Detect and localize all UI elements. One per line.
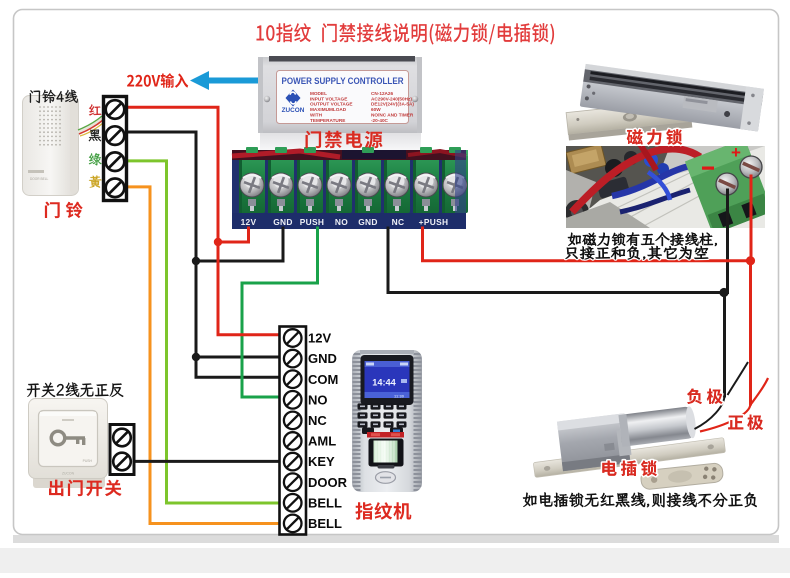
svg-text:NC: NC (308, 413, 327, 428)
svg-text:11:30: 11:30 (394, 394, 405, 399)
svg-text:DOOR BELL: DOOR BELL (30, 177, 48, 181)
svg-text:NO: NO (308, 392, 328, 407)
svg-text:+PUSH: +PUSH (419, 217, 449, 227)
svg-text:BELL: BELL (308, 516, 342, 531)
svg-text:KEY: KEY (308, 454, 335, 469)
svg-text:WITH: WITH (310, 113, 323, 118)
svg-text:CN-12A26: CN-12A26 (371, 91, 394, 96)
svg-text:ZUCON: ZUCON (282, 107, 305, 114)
svg-text:OUTPUT VOLTAGE: OUTPUT VOLTAGE (310, 102, 353, 107)
svg-text:12V: 12V (241, 217, 257, 227)
svg-text:PUSH: PUSH (300, 217, 324, 227)
svg-text:NC: NC (392, 217, 405, 227)
svg-text:12V: 12V (308, 331, 331, 346)
svg-text:NO: NO (335, 217, 348, 227)
svg-text:AML: AML (308, 434, 336, 449)
svg-text:INPUT VOLTAGE: INPUT VOLTAGE (310, 96, 347, 101)
svg-text:MAXIMUMLOAD: MAXIMUMLOAD (310, 107, 347, 112)
svg-text:GND: GND (358, 217, 378, 227)
svg-text:ZUCON: ZUCON (62, 472, 75, 476)
svg-text:GND: GND (308, 351, 337, 366)
svg-text:14:44: 14:44 (372, 378, 396, 388)
svg-text:PUSH: PUSH (83, 459, 93, 463)
svg-text:-20-40C: -20-40C (371, 118, 389, 123)
svg-text:POWER SUPPLY CONTROLLER: POWER SUPPLY CONTROLLER (282, 76, 404, 86)
svg-text:TEMPERATURE: TEMPERATURE (310, 118, 345, 123)
svg-text:+: + (731, 143, 741, 162)
svg-text:BELL: BELL (308, 495, 342, 510)
svg-text:DE12V(24V)(3A-5A): DE12V(24V)(3A-5A) (371, 102, 414, 107)
svg-text:60W: 60W (371, 107, 381, 112)
svg-text:MODEL: MODEL (310, 91, 327, 96)
svg-text:NO/NC AND TIMER: NO/NC AND TIMER (371, 113, 414, 118)
svg-text:AC290V-240(50Hz): AC290V-240(50Hz) (371, 96, 412, 101)
svg-text:COM: COM (308, 372, 338, 387)
svg-text:GND: GND (273, 217, 293, 227)
svg-text:DOOR: DOOR (308, 475, 348, 490)
